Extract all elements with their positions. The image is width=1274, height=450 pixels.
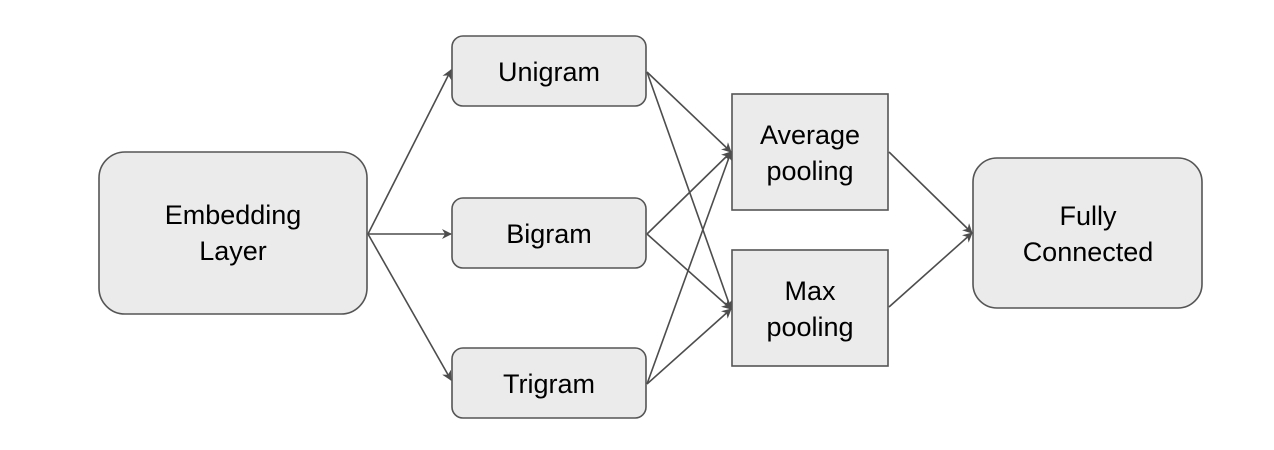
arrow-avgpool-to-fc: [888, 151, 973, 234]
fully-connected-label-line2: Connected: [1023, 237, 1154, 267]
arrow-embedding-to-unigram: [367, 69, 452, 235]
arrow-bigram-to-avgpool: [646, 151, 732, 235]
trigram-label: Trigram: [503, 369, 595, 399]
max-pooling-label-line1: Max: [784, 276, 836, 306]
embedding-layer-label-line2: Layer: [199, 236, 267, 266]
average-pooling-label-line1: Average: [760, 120, 860, 150]
fully-connected-label-line1: Fully: [1059, 201, 1117, 231]
embedding-layer-node: Embedding Layer: [98, 151, 368, 315]
arrow-trigram-to-avgpool: [646, 151, 733, 385]
arrow-maxpool-to-fc: [888, 232, 973, 308]
edges: [367, 69, 973, 385]
arrow-trigram-to-maxpool: [646, 308, 732, 385]
unigram-label: Unigram: [498, 57, 600, 87]
average-pooling-label-line2: pooling: [766, 156, 853, 186]
bigram-label: Bigram: [506, 219, 592, 249]
arrow-embedding-to-trigram: [367, 233, 452, 381]
arrow-unigram-to-maxpool: [646, 71, 733, 310]
trigram-node: Trigram: [451, 347, 647, 419]
unigram-node: Unigram: [451, 35, 647, 107]
arrow-bigram-to-maxpool: [646, 233, 732, 310]
max-pooling-node: Max pooling: [731, 249, 889, 367]
fully-connected-node: Fully Connected: [972, 157, 1203, 309]
bigram-node: Bigram: [451, 197, 647, 269]
embedding-layer-label-line1: Embedding: [165, 200, 302, 230]
max-pooling-label-line2: pooling: [766, 312, 853, 342]
arrow-unigram-to-avgpool: [646, 71, 732, 153]
average-pooling-node: Average pooling: [731, 93, 889, 211]
